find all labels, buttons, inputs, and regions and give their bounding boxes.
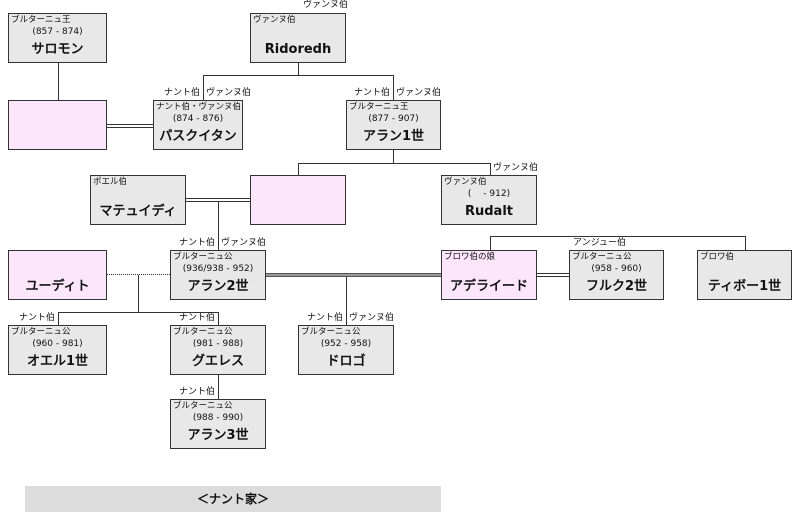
title-label-left: ナント伯	[306, 313, 343, 323]
descent-line	[490, 163, 491, 175]
sibling-line	[203, 75, 394, 76]
person-box-thibaud1: ブロワ伯 ティボー1世	[697, 250, 792, 300]
sibling-line	[58, 312, 219, 313]
person-name: ユーディト	[25, 279, 90, 294]
person-title: ブルターニュ公	[173, 327, 233, 337]
partner-line-dotted	[107, 274, 170, 275]
title-label-left: ナント伯	[18, 313, 55, 323]
person-dates: (960 - 981)	[32, 339, 83, 349]
title-label-left: ナント伯	[353, 88, 390, 98]
person-title: ヴァンヌ伯	[444, 177, 487, 187]
person-box-fulk2: ブルターニュ公 (958 - 960) フルク2世	[569, 250, 664, 300]
title-label-left: ナント伯	[178, 238, 215, 248]
person-title: ブルターニュ王	[349, 102, 409, 112]
person-box-guerech: ブルターニュ公 (981 - 988) グエレス	[170, 325, 266, 375]
person-name: ドロゴ	[326, 354, 366, 369]
title-label-right: ヴァンヌ伯	[396, 88, 442, 98]
person-title: ブルターニュ王	[11, 15, 71, 25]
person-box-alan2: ブルターニュ公 (936/938 - 952) アラン2世	[170, 250, 266, 300]
sibling-line	[490, 236, 746, 237]
person-dates: (981 - 988)	[192, 339, 244, 349]
descent-line	[393, 75, 394, 100]
person-name: Ridoredh	[264, 42, 332, 57]
person-dates: (952 - 958)	[320, 339, 372, 349]
title-label-right: ヴァンヌ伯	[221, 238, 267, 248]
descent-line	[58, 63, 59, 100]
person-name: フルク2世	[585, 279, 648, 294]
person-title: ブロワ伯の娘	[444, 252, 496, 262]
descent-line	[218, 202, 219, 250]
person-dates: ( - 912)	[467, 189, 511, 199]
person-title: ヴァンヌ伯	[253, 15, 296, 25]
person-dates: (988 - 990)	[192, 413, 244, 423]
title-label-left: ナント伯	[178, 313, 215, 323]
person-box-matuedoi: ポエル伯 マテュイディ	[90, 175, 186, 225]
person-box-drogo: ブルターニュ公 (952 - 958) ドロゴ	[298, 325, 394, 375]
person-name: マテュイディ	[99, 204, 177, 219]
person-dates: (877 - 907)	[368, 114, 419, 124]
title-label-right: ヴァンヌ伯	[493, 163, 539, 173]
sibling-line	[298, 163, 491, 164]
title-label-left: ナント伯	[178, 387, 215, 397]
person-title: ブルターニュ公	[572, 252, 632, 262]
title-label-above: アンジュー伯	[573, 238, 627, 248]
person-dates: (936/938 - 952)	[182, 264, 254, 274]
person-name: オエル1世	[26, 354, 89, 369]
person-box-alan1: ブルターニュ王 (877 - 907) アラン1世	[346, 100, 441, 150]
person-name: アラン2世	[187, 279, 249, 294]
person-box-pascweten: ナント伯・ヴァンヌ伯 (874 - 876) パスクイタン	[153, 100, 243, 150]
house-caption: ＜ナント家＞	[25, 486, 441, 512]
descent-line	[218, 312, 219, 325]
person-title: ブルターニュ公	[11, 327, 71, 337]
person-box-salomon: ブルターニュ王 (857 - 874) サロモン	[8, 13, 107, 63]
person-box-rudalt: ヴァンヌ伯 ( - 912) Rudalt	[441, 175, 537, 225]
descent-line	[346, 277, 347, 325]
descent-line	[745, 236, 746, 250]
person-name: パスクイタン	[159, 129, 237, 144]
title-label-left: ナント伯	[163, 88, 200, 98]
descent-line	[393, 150, 394, 163]
person-name: アラン3世	[187, 428, 249, 443]
person-title: ポエル伯	[93, 177, 128, 187]
descent-line	[58, 312, 59, 325]
marriage-line	[107, 124, 153, 128]
person-name: Rudalt	[464, 204, 513, 219]
marriage-line	[537, 273, 569, 277]
person-box-alan3: ブルターニュ公 (988 - 990) アラン3世	[170, 399, 266, 449]
descent-line	[138, 275, 139, 312]
marriage-line	[186, 198, 250, 202]
marriage-line-thick	[266, 273, 441, 277]
person-title: ブルターニュ公	[173, 252, 233, 262]
person-box-adelaide: ブロワ伯の娘 アデライード	[441, 250, 537, 300]
person-box-hoel1: ブルターニュ公 (960 - 981) オエル1世	[8, 325, 107, 375]
descent-line	[203, 75, 204, 100]
person-dates: (857 - 874)	[32, 27, 83, 37]
person-title: ナント伯・ヴァンヌ伯	[156, 102, 242, 112]
descent-line	[218, 375, 219, 399]
person-title: ブルターニュ公	[301, 327, 361, 337]
person-title: ブルターニュ公	[173, 401, 233, 411]
title-label-right: ヴァンヌ伯	[349, 313, 395, 323]
person-name: グエレス	[191, 354, 244, 369]
unknown-spouse-box	[8, 100, 107, 150]
person-dates: (874 - 876)	[172, 114, 224, 124]
person-box-judith: ユーディト	[8, 250, 107, 300]
person-dates: (958 - 960)	[591, 264, 642, 274]
descent-line	[490, 236, 491, 250]
descent-line	[298, 63, 299, 75]
descent-line	[298, 163, 299, 175]
title-label-above: ヴァンヌ伯	[303, 0, 349, 10]
person-name: ティボー1世	[707, 279, 782, 294]
person-name: アデライード	[449, 279, 528, 294]
unknown-spouse-box	[250, 175, 346, 225]
title-label-right: ヴァンヌ伯	[206, 88, 252, 98]
person-name: サロモン	[31, 42, 84, 57]
person-box-ridoredh: ヴァンヌ伯 Ridoredh	[250, 13, 346, 63]
person-title: ブロワ伯	[700, 252, 735, 262]
person-name: アラン1世	[362, 129, 425, 144]
